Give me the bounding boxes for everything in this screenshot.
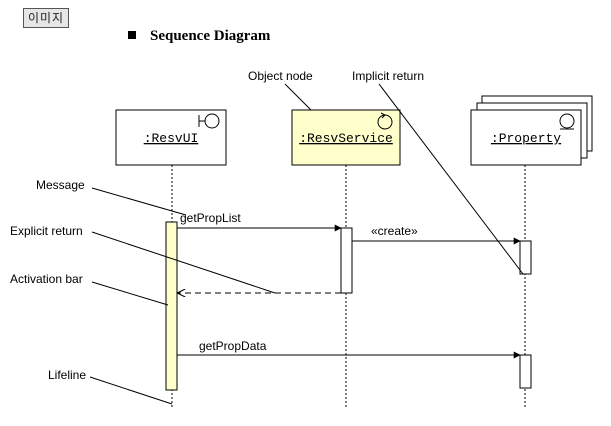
leader-object-node [284, 83, 312, 111]
activation-bar-resvui [165, 221, 178, 391]
message-create-label: «create» [371, 224, 418, 238]
callout-object-node: Object node [248, 69, 313, 83]
activation-bar-property-1 [519, 240, 532, 275]
section-heading-text: Sequence Diagram [150, 28, 271, 44]
callout-lifeline: Lifeline [48, 368, 86, 382]
leader-activation-bar [91, 281, 169, 306]
activation-bar-resvservice [340, 227, 353, 294]
message-getproplist-label: getPropList [180, 211, 241, 225]
object-resvui: :ResvUI [115, 109, 227, 166]
entity-icon [559, 113, 575, 130]
callout-activation-bar: Activation bar [10, 272, 83, 286]
control-icon [377, 112, 393, 130]
object-resvservice: :ResvService [291, 109, 401, 166]
object-resvui-label: :ResvUI [144, 131, 199, 146]
object-property: :Property [470, 95, 593, 166]
bullet-icon [128, 30, 136, 39]
image-tag: 이미지 [23, 8, 69, 28]
object-property-label: :Property [491, 131, 561, 146]
leader-lifeline [89, 376, 173, 405]
section-heading: Sequence Diagram [128, 28, 270, 45]
message-getpropdata-label: getPropData [199, 339, 267, 353]
callout-message: Message [36, 178, 85, 192]
leader-implicit-return [378, 83, 524, 275]
leader-explicit-return [91, 231, 276, 294]
boundary-icon [198, 113, 220, 129]
callout-explicit-return: Explicit return [10, 224, 83, 238]
activation-bar-property-2 [519, 354, 532, 389]
leader-message [91, 187, 187, 216]
object-resvservice-label: :ResvService [299, 131, 393, 146]
callout-implicit-return: Implicit return [352, 69, 424, 83]
